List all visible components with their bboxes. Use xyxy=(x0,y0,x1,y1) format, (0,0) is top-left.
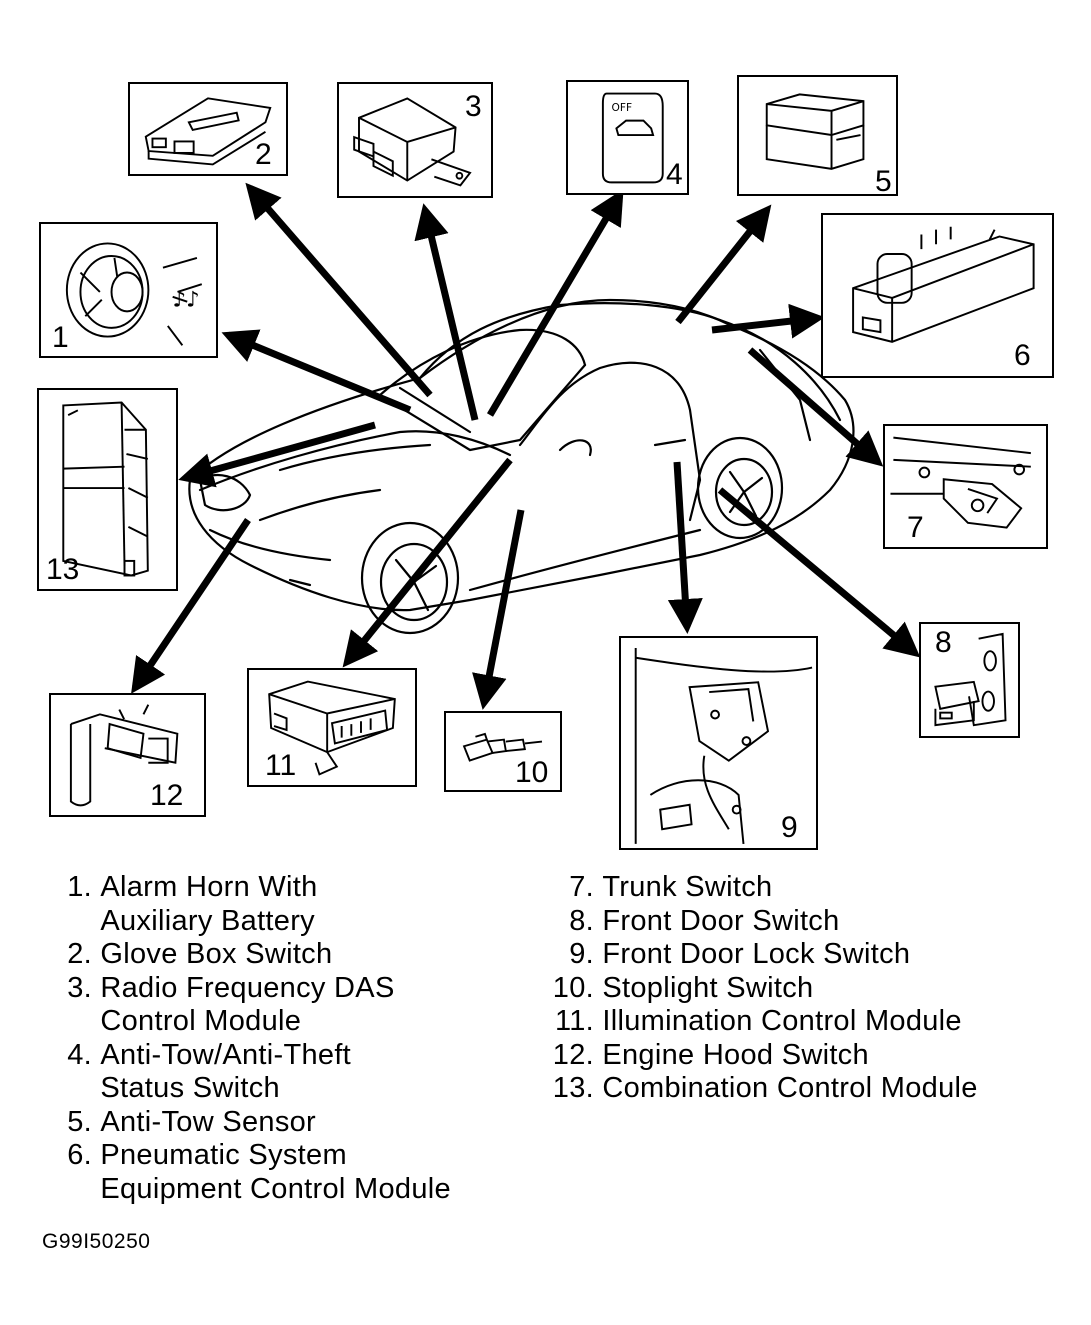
legend-number: 5. xyxy=(67,1105,92,1138)
legend-number: 13. xyxy=(552,1072,594,1104)
box-number: 6 xyxy=(1014,339,1031,372)
pneumatic-module-icon xyxy=(852,226,1035,343)
legend-number: 8. xyxy=(569,904,594,937)
trunk-switch-icon xyxy=(890,436,1031,529)
legend-item-2: 2. Glove Box Switch xyxy=(0,938,451,972)
box-number: 7 xyxy=(907,511,924,544)
legend-item-5: 5. Anti-Tow Sensor xyxy=(0,1106,451,1140)
legend-text: Engine Hood Switch xyxy=(602,1038,869,1071)
legend-text: Radio Frequency DAS xyxy=(100,971,395,1004)
legend-item-7: 7. Trunk Switch xyxy=(0,871,978,905)
legend-text: Glove Box Switch xyxy=(100,938,333,970)
legend-text: Front Door Lock Switch xyxy=(602,938,911,970)
legend-item-11: 11. Illumination Control Module xyxy=(0,1005,978,1039)
component-box-4: OFF 4 xyxy=(566,80,689,195)
glove-box-switch-icon xyxy=(144,97,272,166)
alarm-horn-icon: ♪♪ xyxy=(65,242,203,346)
component-box-11: 11 xyxy=(247,668,417,787)
legend-number: 7. xyxy=(569,871,594,903)
legend-number: 9. xyxy=(569,938,594,970)
switch-off-label: OFF xyxy=(612,101,633,114)
box-number: 8 xyxy=(935,626,952,659)
component-box-10: 10 xyxy=(444,711,562,792)
figure-code: G99I50250 xyxy=(42,1230,151,1253)
legend-text: Status Switch xyxy=(100,1072,280,1104)
legend-text: Equipment Control Module xyxy=(100,1172,451,1205)
legend-number: 1. xyxy=(67,871,92,903)
component-box-8: 8 xyxy=(919,622,1020,738)
legend-number: 4. xyxy=(67,1038,92,1071)
legend-number: 3. xyxy=(67,971,92,1004)
legend-text: Control Module xyxy=(100,1005,302,1037)
legend-text: Trunk Switch xyxy=(602,871,773,903)
component-box-12: 12 xyxy=(49,693,206,817)
component-box-6: 6 xyxy=(821,213,1054,378)
legend-item-13: 13. Combination Control Module xyxy=(0,1072,978,1106)
box-number: 3 xyxy=(465,90,482,123)
svg-text:♪♪: ♪♪ xyxy=(173,288,200,313)
component-box-1: ♪♪ 1 xyxy=(39,222,218,358)
component-locator-diagram: ♪♪ 1 2 3 xyxy=(37,75,1054,850)
component-box-7: 7 xyxy=(883,424,1048,549)
box-number: 9 xyxy=(781,811,798,844)
legend-text: Anti-Tow Sensor xyxy=(100,1105,317,1138)
legend-right-column: 7. Trunk Switch 8. Front Door Switch 9. … xyxy=(0,871,978,1106)
box-number: 2 xyxy=(255,138,272,171)
legend-text: Anti-Tow/Anti-Theft xyxy=(100,1038,352,1071)
stoplight-switch-icon xyxy=(462,732,543,762)
box-number: 1 xyxy=(52,321,69,354)
anti-tow-sensor-icon xyxy=(765,93,865,170)
component-box-3: 3 xyxy=(337,82,493,198)
box-number: 4 xyxy=(666,158,683,191)
component-box-9: 9 xyxy=(619,636,818,850)
door-switch-icon xyxy=(934,632,1007,727)
legend-text: Pneumatic System xyxy=(100,1139,347,1171)
legend-text: Front Door Switch xyxy=(602,904,840,937)
legend-item-12: 12. Engine Hood Switch xyxy=(0,1039,978,1073)
box-number: 10 xyxy=(515,756,549,789)
legend-item-9: 9. Front Door Lock Switch xyxy=(0,938,978,972)
control-module-icon xyxy=(353,97,472,187)
legend-text: Stoplight Switch xyxy=(602,971,814,1004)
box-number: 12 xyxy=(150,779,184,812)
box-number: 13 xyxy=(46,553,80,586)
illumination-module-icon xyxy=(268,680,396,776)
legend-item-10: 10. Stoplight Switch xyxy=(0,972,978,1006)
legend-number: 10. xyxy=(552,971,594,1004)
legend-text: Auxiliary Battery xyxy=(100,904,315,937)
component-box-13: 13 xyxy=(37,388,178,591)
legend-text: Alarm Horn With xyxy=(100,871,318,903)
legend-number: 2. xyxy=(67,938,92,970)
box-number: 5 xyxy=(875,165,892,198)
box-number: 11 xyxy=(265,749,297,782)
legend-number: 6. xyxy=(67,1139,92,1171)
component-box-5: 5 xyxy=(737,75,898,198)
legend-number: 11. xyxy=(554,1005,594,1037)
legend-text: Illumination Control Module xyxy=(602,1005,962,1037)
legend-item-8: 8. Front Door Switch xyxy=(0,905,978,939)
component-box-2: 2 xyxy=(128,82,288,176)
hood-switch-icon xyxy=(69,704,179,807)
legend-number: 12. xyxy=(552,1038,594,1071)
combination-module-icon xyxy=(62,401,149,577)
door-lock-switch-icon xyxy=(634,647,813,845)
legend-text: Combination Control Module xyxy=(602,1072,978,1104)
status-switch-icon: OFF xyxy=(601,92,664,184)
car-illustration xyxy=(131,182,921,710)
